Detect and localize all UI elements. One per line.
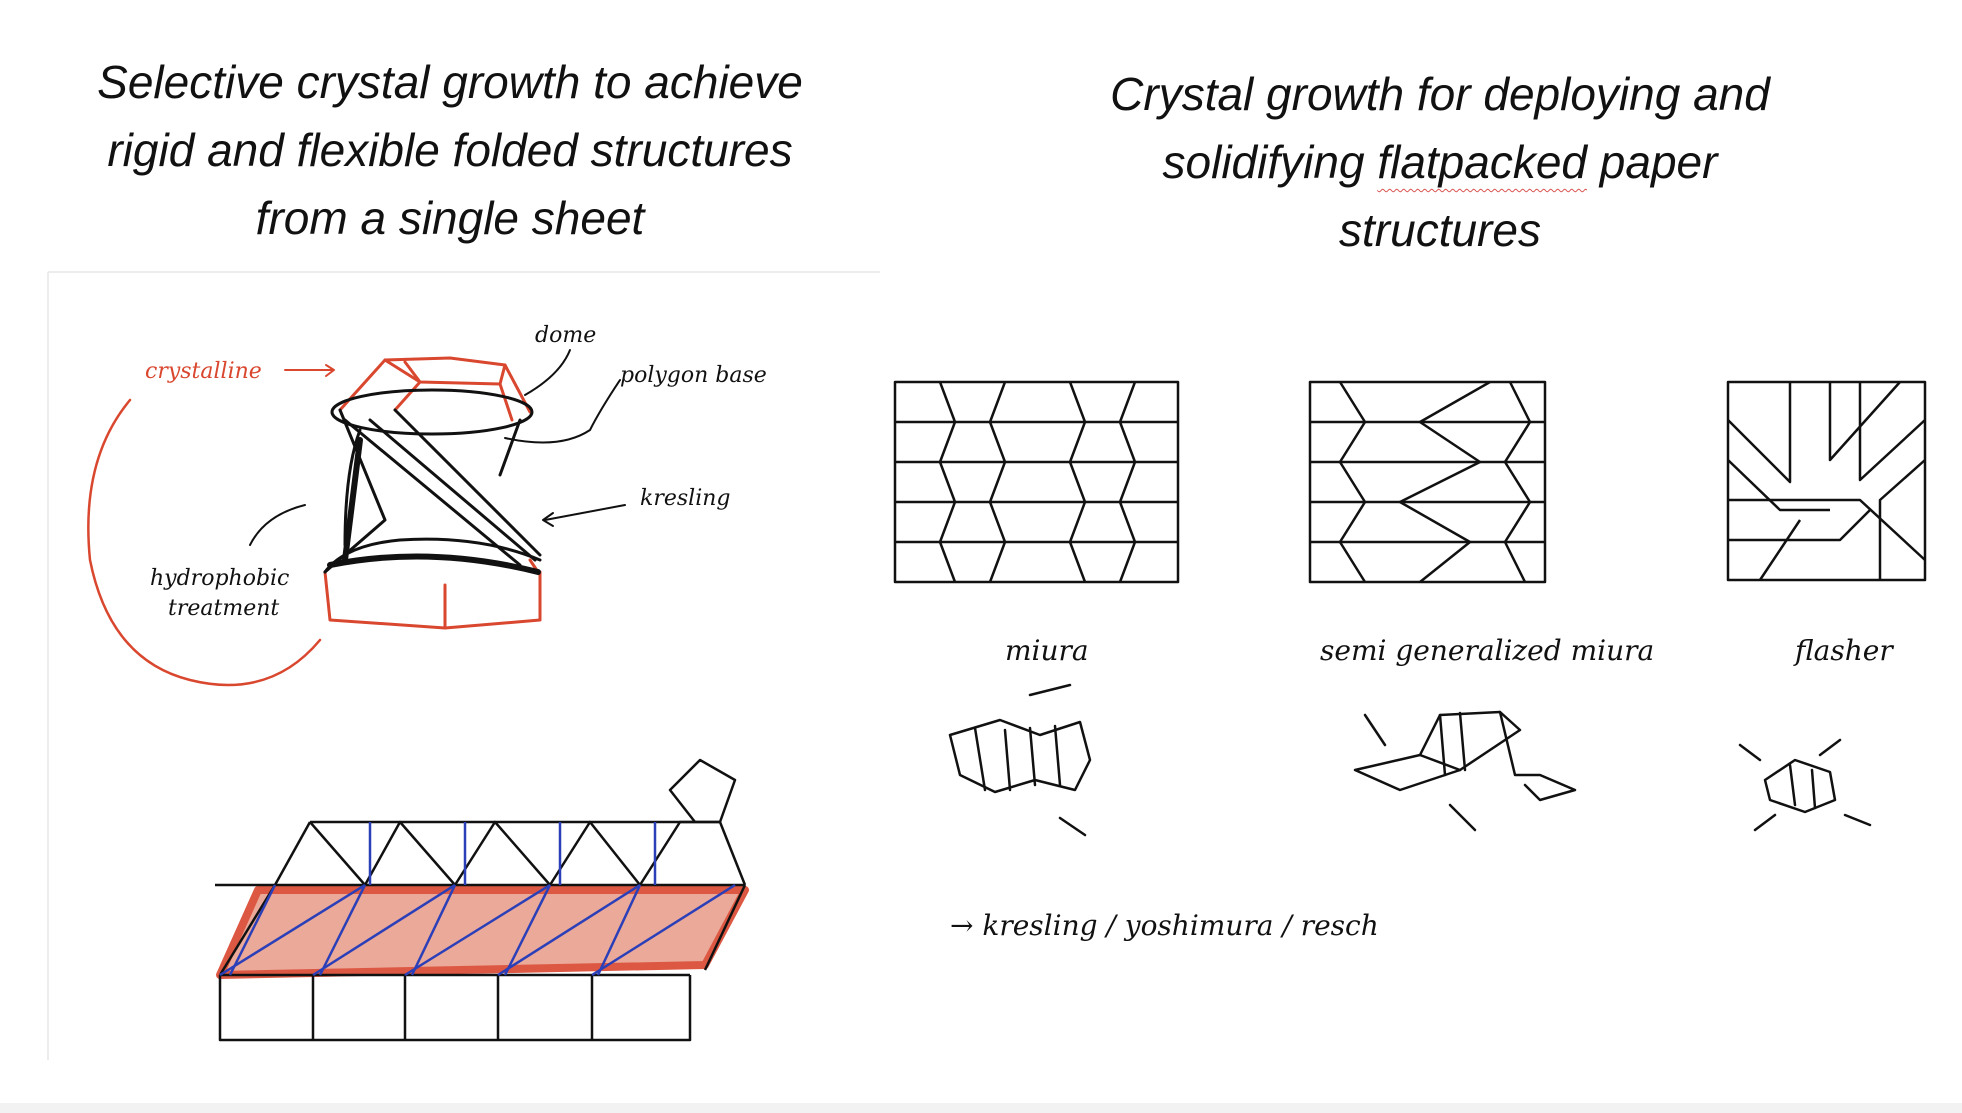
label-crystalline: crystalline: [145, 359, 262, 384]
right-title-line-2-end: paper: [1587, 136, 1718, 188]
semi-generalized-miura-pattern: [1308, 380, 1547, 584]
right-title-line-1: Crystal growth for deploying and: [1110, 68, 1770, 120]
right-title-line-2-start: solidifying: [1162, 136, 1378, 188]
left-title-line-1: Selective crystal growth to achieve: [97, 56, 803, 108]
label-dome: dome: [535, 323, 596, 348]
left-title: Selective crystal growth to achieve rigi…: [30, 48, 870, 252]
right-title: Crystal growth for deploying and solidif…: [1020, 60, 1860, 264]
label-semi-generalized-miura: semi generalized miura: [1320, 634, 1654, 667]
miura-pattern: [893, 380, 1180, 584]
crease-pattern-sketch: [215, 758, 749, 1042]
label-treatment: treatment: [168, 596, 279, 621]
flasher-pattern: [1726, 380, 1927, 582]
label-flasher: flasher: [1793, 634, 1894, 667]
label-kresling-yoshimura-resch: → kresling / yoshimura / resch: [950, 909, 1379, 942]
label-kresling: kresling: [640, 486, 730, 511]
left-title-line-2: rigid and flexible folded structures: [107, 124, 793, 176]
right-title-line-2: solidifying flatpacked paper: [1020, 128, 1860, 196]
label-polygon-base: polygon base: [620, 363, 767, 388]
kresling-tower-sketch: [87, 349, 626, 687]
folded-sketches: [948, 683, 1872, 837]
spellcheck-underlined-word: flatpacked: [1377, 136, 1588, 188]
right-title-line-3: structures: [1339, 204, 1541, 256]
footer-bar: [0, 1103, 1962, 1113]
label-hydrophobic: hydrophobic: [150, 566, 289, 591]
left-title-line-3: from a single sheet: [255, 192, 645, 244]
label-miura: miura: [1005, 634, 1089, 667]
